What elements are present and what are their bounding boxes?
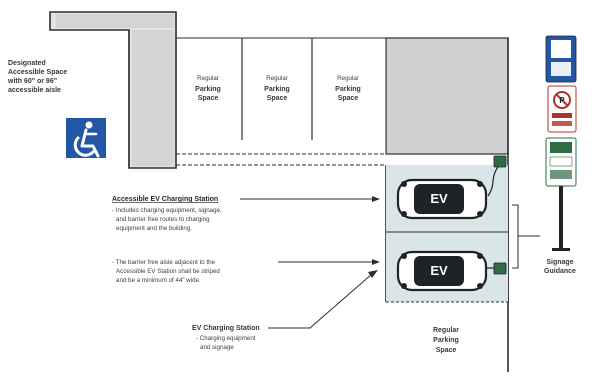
svg-text:Parking: Parking: [433, 337, 459, 344]
svg-text:Signage: Signage: [546, 259, 573, 266]
designated-line-1: Designated: [8, 60, 46, 67]
svg-text:Space: Space: [338, 95, 359, 102]
ev-station-callout: EV Charging Station - Charging equipment…: [192, 270, 378, 351]
svg-text:and signage: and signage: [200, 344, 234, 351]
ev-car-label: EV: [430, 263, 448, 278]
svg-text:and be a minimum of 44" wide.: and be a minimum of 44" wide.: [116, 277, 201, 284]
ev-station-heading: EV Charging Station: [192, 325, 260, 332]
accessible-ev-heading: Accessible EV Charging Station: [112, 196, 218, 203]
aisle-side-stripe: [132, 30, 174, 166]
signage-bracket: [512, 204, 519, 269]
callout-leader-3: [268, 273, 373, 329]
svg-text:- Charging equipment: - Charging equipment: [196, 335, 256, 342]
arrow-icon: [372, 196, 380, 202]
ev-car-label: EV: [430, 191, 448, 206]
svg-text:- Includes charging equipment,: - Includes charging equipment, signage,: [112, 207, 222, 214]
signpost-icon: P: [545, 35, 577, 251]
svg-text:Parking: Parking: [195, 86, 221, 93]
svg-text:Regular: Regular: [197, 75, 219, 82]
charger-icon: [493, 155, 507, 168]
svg-text:Regular: Regular: [433, 327, 459, 334]
charger-cable: [487, 166, 499, 197]
regular-parking-bottom-label: Regular Parking Space: [433, 327, 459, 354]
svg-text:Regular: Regular: [337, 75, 359, 82]
designated-line-2: Accessible Space: [8, 69, 67, 76]
svg-text:Space: Space: [436, 347, 457, 354]
svg-text:Space: Space: [267, 95, 288, 102]
designated-line-3: with 60" or 96": [7, 78, 57, 85]
svg-text:Parking: Parking: [335, 86, 361, 93]
accessible-symbol-icon: [66, 118, 106, 158]
aisle-top-stripe: [56, 14, 174, 28]
parking-space-label-2: Regular Parking Space: [264, 75, 290, 102]
arrow-icon: [372, 259, 380, 265]
svg-text:Guidance: Guidance: [544, 268, 576, 275]
accessible-ev-callout: Accessible EV Charging Station - Include…: [112, 196, 380, 284]
svg-text:Space: Space: [198, 95, 219, 102]
svg-text:Parking: Parking: [264, 86, 290, 93]
signage-guidance-label: Signage Guidance: [544, 259, 576, 275]
designated-accessible-label: Designated Accessible Space with 60" or …: [7, 60, 67, 94]
svg-text:Regular: Regular: [266, 75, 288, 82]
charger-icon: [493, 262, 507, 275]
svg-text:and barrier free routes to cha: and barrier free routes to charging: [116, 216, 210, 223]
gray-reserved-block: [385, 37, 509, 155]
svg-text:- The barrier free aisle adjac: - The barrier free aisle adjacent to the: [112, 259, 216, 266]
arrow-icon: [368, 270, 378, 278]
svg-text:P: P: [559, 96, 565, 105]
designated-line-4: accessible aisle: [8, 87, 61, 94]
svg-text:Accessible EV Station shall be: Accessible EV Station shall be striped: [116, 268, 220, 275]
ev-car-icon: EV: [396, 178, 488, 220]
parking-space-label-1: Regular Parking Space: [195, 75, 221, 102]
ev-car-icon: EV: [396, 250, 488, 292]
svg-text:equipment and the building.: equipment and the building.: [116, 225, 192, 232]
parking-space-label-3: Regular Parking Space: [335, 75, 361, 102]
